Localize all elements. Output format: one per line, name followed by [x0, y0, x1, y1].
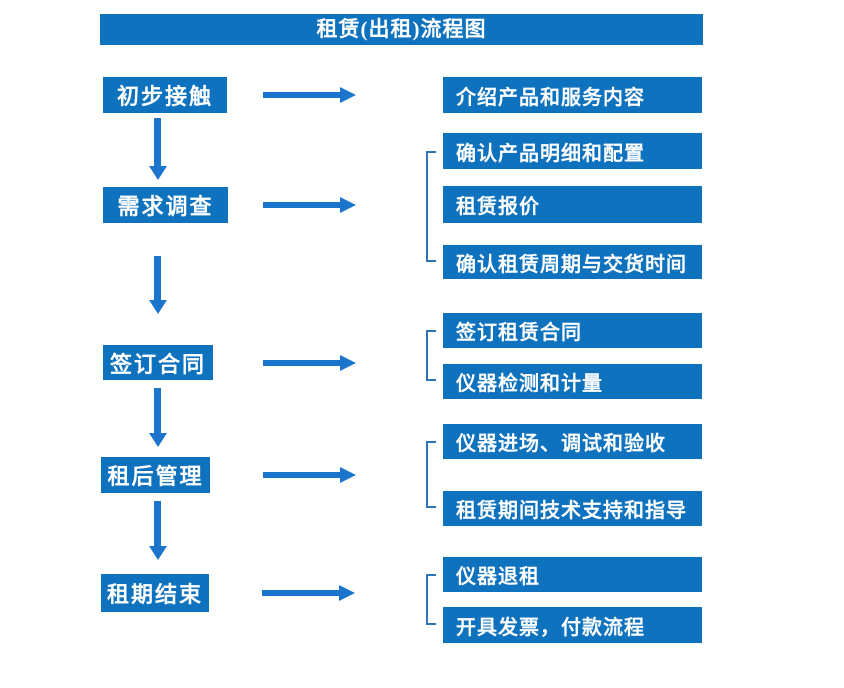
arrow-shaft — [263, 472, 341, 478]
arrow-head — [340, 197, 356, 213]
group-bracket — [426, 330, 436, 381]
detail-box-sign-rental-contract: 签订租赁合同 — [443, 313, 702, 348]
stage-box-rental-end: 租期结束 — [101, 574, 209, 612]
page-title: 租赁(出租)流程图 — [100, 14, 703, 45]
arrow-shaft — [262, 590, 340, 596]
detail-box-instrument-return: 仪器退租 — [443, 557, 702, 592]
arrow-head — [340, 87, 356, 103]
stage-box-post-rental-management: 租后管理 — [101, 457, 210, 493]
arrow-shaft — [263, 360, 341, 366]
arrow-head — [340, 355, 356, 371]
arrow-shaft — [154, 388, 161, 434]
arrow-head — [149, 166, 167, 180]
arrow-right-icon — [263, 197, 356, 213]
arrow-head — [149, 433, 167, 447]
arrow-shaft — [154, 118, 161, 167]
group-bracket — [426, 151, 436, 262]
arrow-shaft — [263, 92, 341, 98]
arrow-down-icon — [149, 388, 167, 447]
group-bracket — [426, 441, 436, 508]
detail-box-invoice-payment: 开具发票，付款流程 — [443, 607, 702, 643]
arrow-shaft — [263, 202, 341, 208]
arrow-head — [339, 585, 355, 601]
arrow-right-icon — [263, 467, 356, 483]
arrow-down-icon — [149, 501, 167, 560]
arrow-down-icon — [149, 118, 167, 180]
stage-box-initial-contact: 初步接触 — [103, 77, 227, 113]
arrow-right-icon — [262, 585, 355, 601]
arrow-head — [149, 546, 167, 560]
stage-box-sign-contract: 签订合同 — [103, 345, 213, 380]
detail-box-instrument-setup: 仪器进场、调试和验收 — [443, 424, 702, 459]
group-bracket — [426, 574, 436, 625]
arrow-head — [340, 467, 356, 483]
arrow-right-icon — [263, 355, 356, 371]
arrow-right-icon — [263, 87, 356, 103]
stage-box-demand-survey: 需求调查 — [103, 187, 228, 223]
arrow-down-icon — [149, 256, 167, 314]
arrow-head — [149, 300, 167, 314]
detail-box-confirm-period: 确认租赁周期与交货时间 — [443, 245, 702, 279]
detail-box-instrument-inspection: 仪器检测和计量 — [443, 364, 702, 399]
arrow-shaft — [154, 501, 161, 547]
detail-box-confirm-details: 确认产品明细和配置 — [443, 133, 702, 169]
detail-box-tech-support: 租赁期间技术支持和指导 — [443, 491, 702, 526]
detail-box-rental-quote: 租赁报价 — [443, 186, 702, 223]
arrow-shaft — [154, 256, 161, 301]
detail-box-introduce-products: 介绍产品和服务内容 — [443, 77, 702, 113]
